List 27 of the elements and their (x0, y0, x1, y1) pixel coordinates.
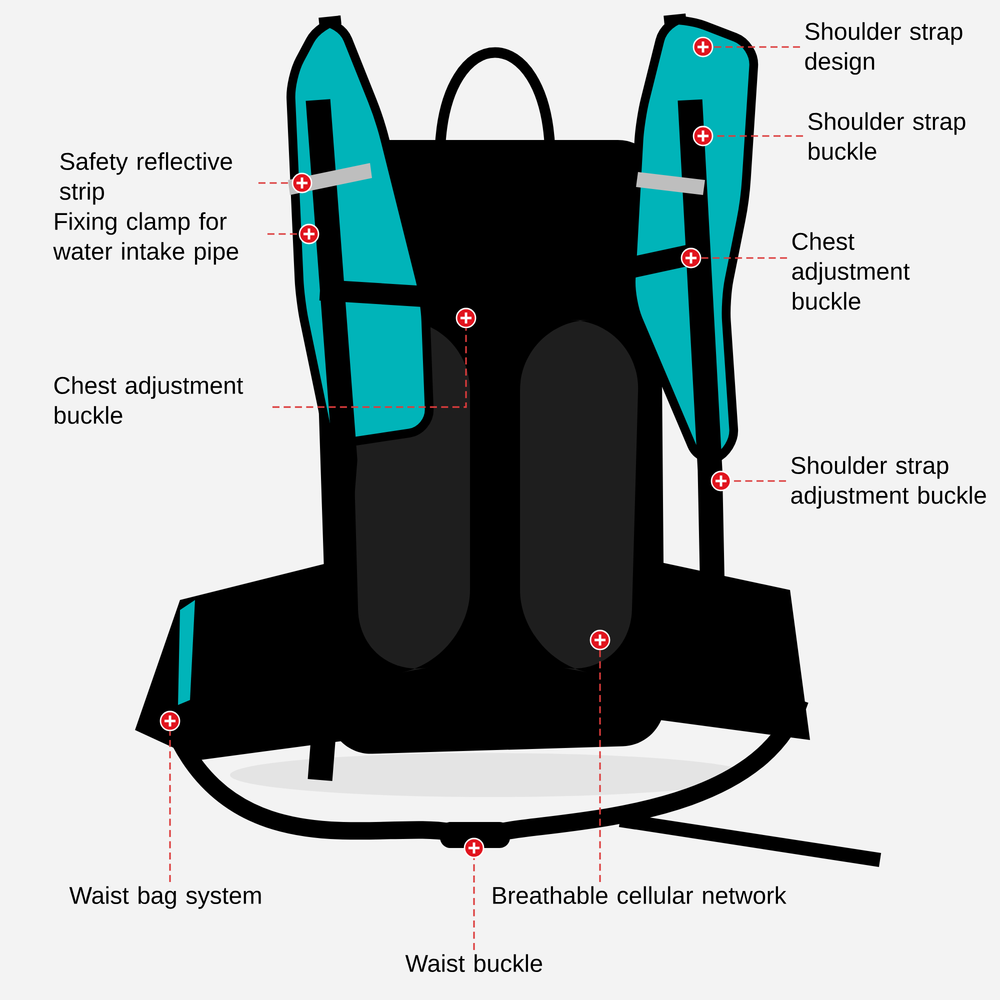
callout-marker (292, 172, 312, 194)
callout-marker (692, 36, 714, 58)
callout-marker (456, 308, 476, 328)
callout-marker (692, 126, 714, 146)
callout-text: Shoulder strap design (805, 22, 962, 75)
callout-text: Waist buckle (405, 954, 542, 972)
leader-line (731, 480, 786, 482)
callout-marker (464, 838, 484, 858)
callout-text: Chest adjustment buckle (54, 376, 244, 424)
leader-line (267, 233, 299, 235)
callout-text: Fixing clamp for water intake pipe (53, 212, 238, 265)
callout-marker (590, 630, 610, 650)
callout-text: Chest adjustment buckle (792, 232, 910, 310)
callout-text: Breathable cellular network (493, 886, 786, 904)
callout-marker (160, 710, 180, 732)
callout-text: Shoulder strap buckle (808, 112, 966, 160)
callout-text: Safety reflective strip (60, 152, 232, 205)
callout-marker (298, 224, 320, 244)
callout-text: Shoulder strap adjustment buckle (791, 456, 986, 509)
leader-line (473, 858, 475, 950)
leader-line (713, 46, 800, 48)
leader-line (599, 650, 601, 882)
leader-line (272, 328, 467, 408)
callout-text: Waist bag system (69, 886, 261, 909)
leader-line (701, 257, 788, 259)
callout-marker (680, 248, 702, 268)
leader-line (169, 731, 171, 882)
